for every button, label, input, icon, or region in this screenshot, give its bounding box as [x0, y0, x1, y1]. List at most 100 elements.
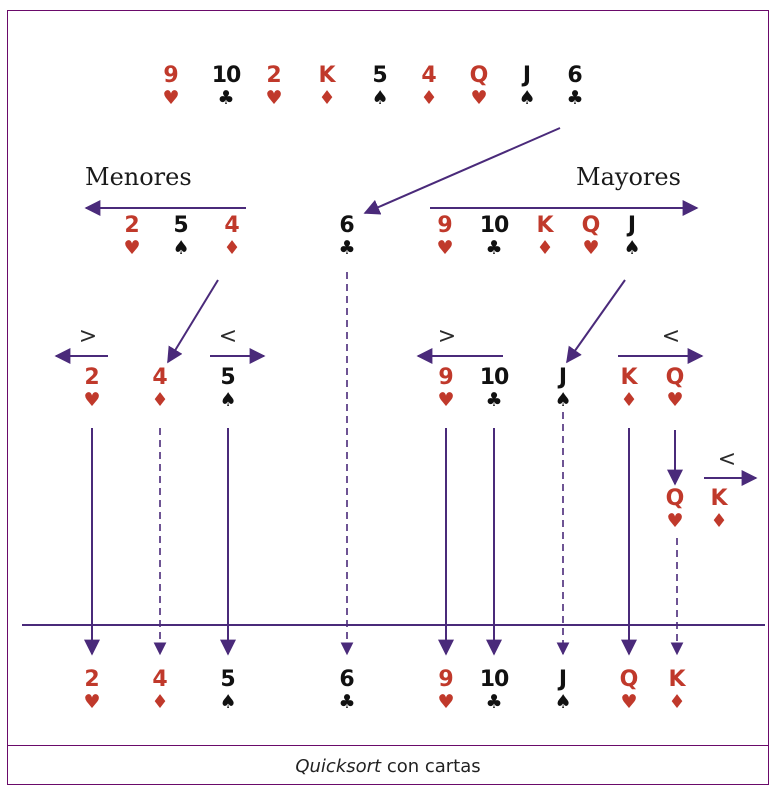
comparator-less-level3: < [718, 447, 736, 472]
card-rank: 5 [220, 667, 235, 692]
card-initial-0: 9♥ [162, 63, 179, 109]
card-suit-icon: ♦ [536, 237, 553, 259]
card-sorted-8: K♦ [668, 667, 686, 713]
card-initial-8: 6♣ [566, 63, 583, 109]
card-suit-icon: ♦ [151, 389, 168, 411]
card-suit-icon: ♠ [554, 691, 571, 713]
card-level3-0: Q♥ [666, 486, 685, 532]
label-mayores: Mayores [576, 163, 681, 191]
card-rank: 2 [84, 365, 99, 390]
card-level1_right-0: 9♥ [436, 213, 453, 259]
card-level2-1: 4♦ [151, 365, 168, 411]
card-rank: K [710, 486, 728, 511]
pivot-4-arrow [167, 279, 219, 364]
card-rank: 5 [173, 213, 188, 238]
card-suit-icon: ♥ [620, 691, 637, 713]
card-rank: 6 [339, 213, 354, 238]
caption-bar: Quicksort con cartas [7, 745, 769, 786]
card-sorted-3: 6♣ [338, 667, 355, 713]
card-suit-icon: ♠ [371, 87, 388, 109]
card-suit-icon: ♦ [420, 87, 437, 109]
card-rank: K [318, 63, 336, 88]
card-rank: 2 [266, 63, 281, 88]
card-rank: 4 [224, 213, 239, 238]
card-rank: 6 [339, 667, 354, 692]
card-rank: Q [620, 667, 639, 692]
card-level2-4: 10♣ [480, 365, 510, 411]
label-menores: Menores [85, 163, 192, 191]
card-suit-icon: ♥ [666, 389, 683, 411]
card-suit-icon: ♣ [485, 691, 502, 713]
card-level1_right-1: 10♣ [480, 213, 510, 259]
card-suit-icon: ♦ [668, 691, 685, 713]
card-sorted-0: 2♥ [83, 667, 100, 713]
card-suit-icon: ♠ [554, 389, 571, 411]
card-suit-icon: ♣ [566, 87, 583, 109]
card-rank: 10 [480, 213, 509, 238]
card-suit-icon: ♠ [219, 389, 236, 411]
card-rank: 4 [152, 667, 167, 692]
card-sorted-5: 10♣ [480, 667, 510, 713]
comparator-greater-left: > [79, 324, 97, 349]
card-initial-1: 10♣ [212, 63, 242, 109]
comparator-greater-right: > [438, 324, 456, 349]
card-rank: 10 [480, 365, 509, 390]
card-level1_left-1: 5♠ [172, 213, 189, 259]
card-rank: Q [666, 365, 685, 390]
card-initial-2: 2♥ [265, 63, 282, 109]
card-suit-icon: ♦ [318, 87, 335, 109]
card-level2-3: 9♥ [437, 365, 454, 411]
card-rank: 9 [438, 667, 453, 692]
card-rank: Q [582, 213, 601, 238]
card-suit-icon: ♥ [666, 510, 683, 532]
card-rank: 5 [220, 365, 235, 390]
card-rank: 5 [372, 63, 387, 88]
card-sorted-4: 9♥ [437, 667, 454, 713]
card-suit-icon: ♥ [437, 691, 454, 713]
card-level1_left-2: 4♦ [223, 213, 240, 259]
card-rank: J [557, 667, 567, 692]
card-suit-icon: ♦ [223, 237, 240, 259]
comparator-less-left: < [219, 324, 237, 349]
card-level1_right-2: K♦ [536, 213, 554, 259]
card-rank: Q [666, 486, 685, 511]
card-sorted-7: Q♥ [620, 667, 639, 713]
card-level3-1: K♦ [710, 486, 728, 532]
card-suit-icon: ♣ [485, 237, 502, 259]
card-suit-icon: ♣ [338, 237, 355, 259]
cards-layer: 9♥10♣2♥K♦5♠4♦Q♥J♠6♣2♥5♠4♦6♣9♥10♣K♦Q♥J♠2♥… [83, 63, 728, 713]
card-level2-5: J♠ [554, 365, 571, 411]
card-rank: 2 [84, 667, 99, 692]
card-rank: 9 [437, 213, 452, 238]
card-level2-6: K♦ [620, 365, 638, 411]
pivot-j-arrow [566, 279, 626, 364]
card-rank: J [626, 213, 636, 238]
card-suit-icon: ♣ [217, 87, 234, 109]
card-rank: J [521, 63, 531, 88]
card-suit-icon: ♥ [83, 691, 100, 713]
card-suit-icon: ♥ [470, 87, 487, 109]
card-suit-icon: ♠ [219, 691, 236, 713]
figure-frame [7, 10, 769, 785]
card-rank: 10 [212, 63, 241, 88]
pivot-6-arrow [363, 127, 561, 215]
card-suit-icon: ♦ [151, 691, 168, 713]
card-level1_right-4: J♠ [623, 213, 640, 259]
card-level2-7: Q♥ [666, 365, 685, 411]
quicksort-diagram: Menores Mayores > < > < < 9♥10♣2♥K♦5♠4♦Q… [22, 63, 765, 713]
card-initial-3: K♦ [318, 63, 336, 109]
card-suit-icon: ♥ [437, 389, 454, 411]
card-level1_pivot-0: 6♣ [338, 213, 355, 259]
card-suit-icon: ♥ [582, 237, 599, 259]
comparator-less-right: < [662, 324, 680, 349]
card-initial-5: 4♦ [420, 63, 437, 109]
card-level1_left-0: 2♥ [123, 213, 140, 259]
card-rank: 9 [438, 365, 453, 390]
card-suit-icon: ♥ [162, 87, 179, 109]
card-suit-icon: ♦ [620, 389, 637, 411]
card-level2-2: 5♠ [219, 365, 236, 411]
card-initial-4: 5♠ [371, 63, 388, 109]
card-suit-icon: ♦ [710, 510, 727, 532]
card-rank: 6 [567, 63, 582, 88]
card-rank: 9 [163, 63, 178, 88]
